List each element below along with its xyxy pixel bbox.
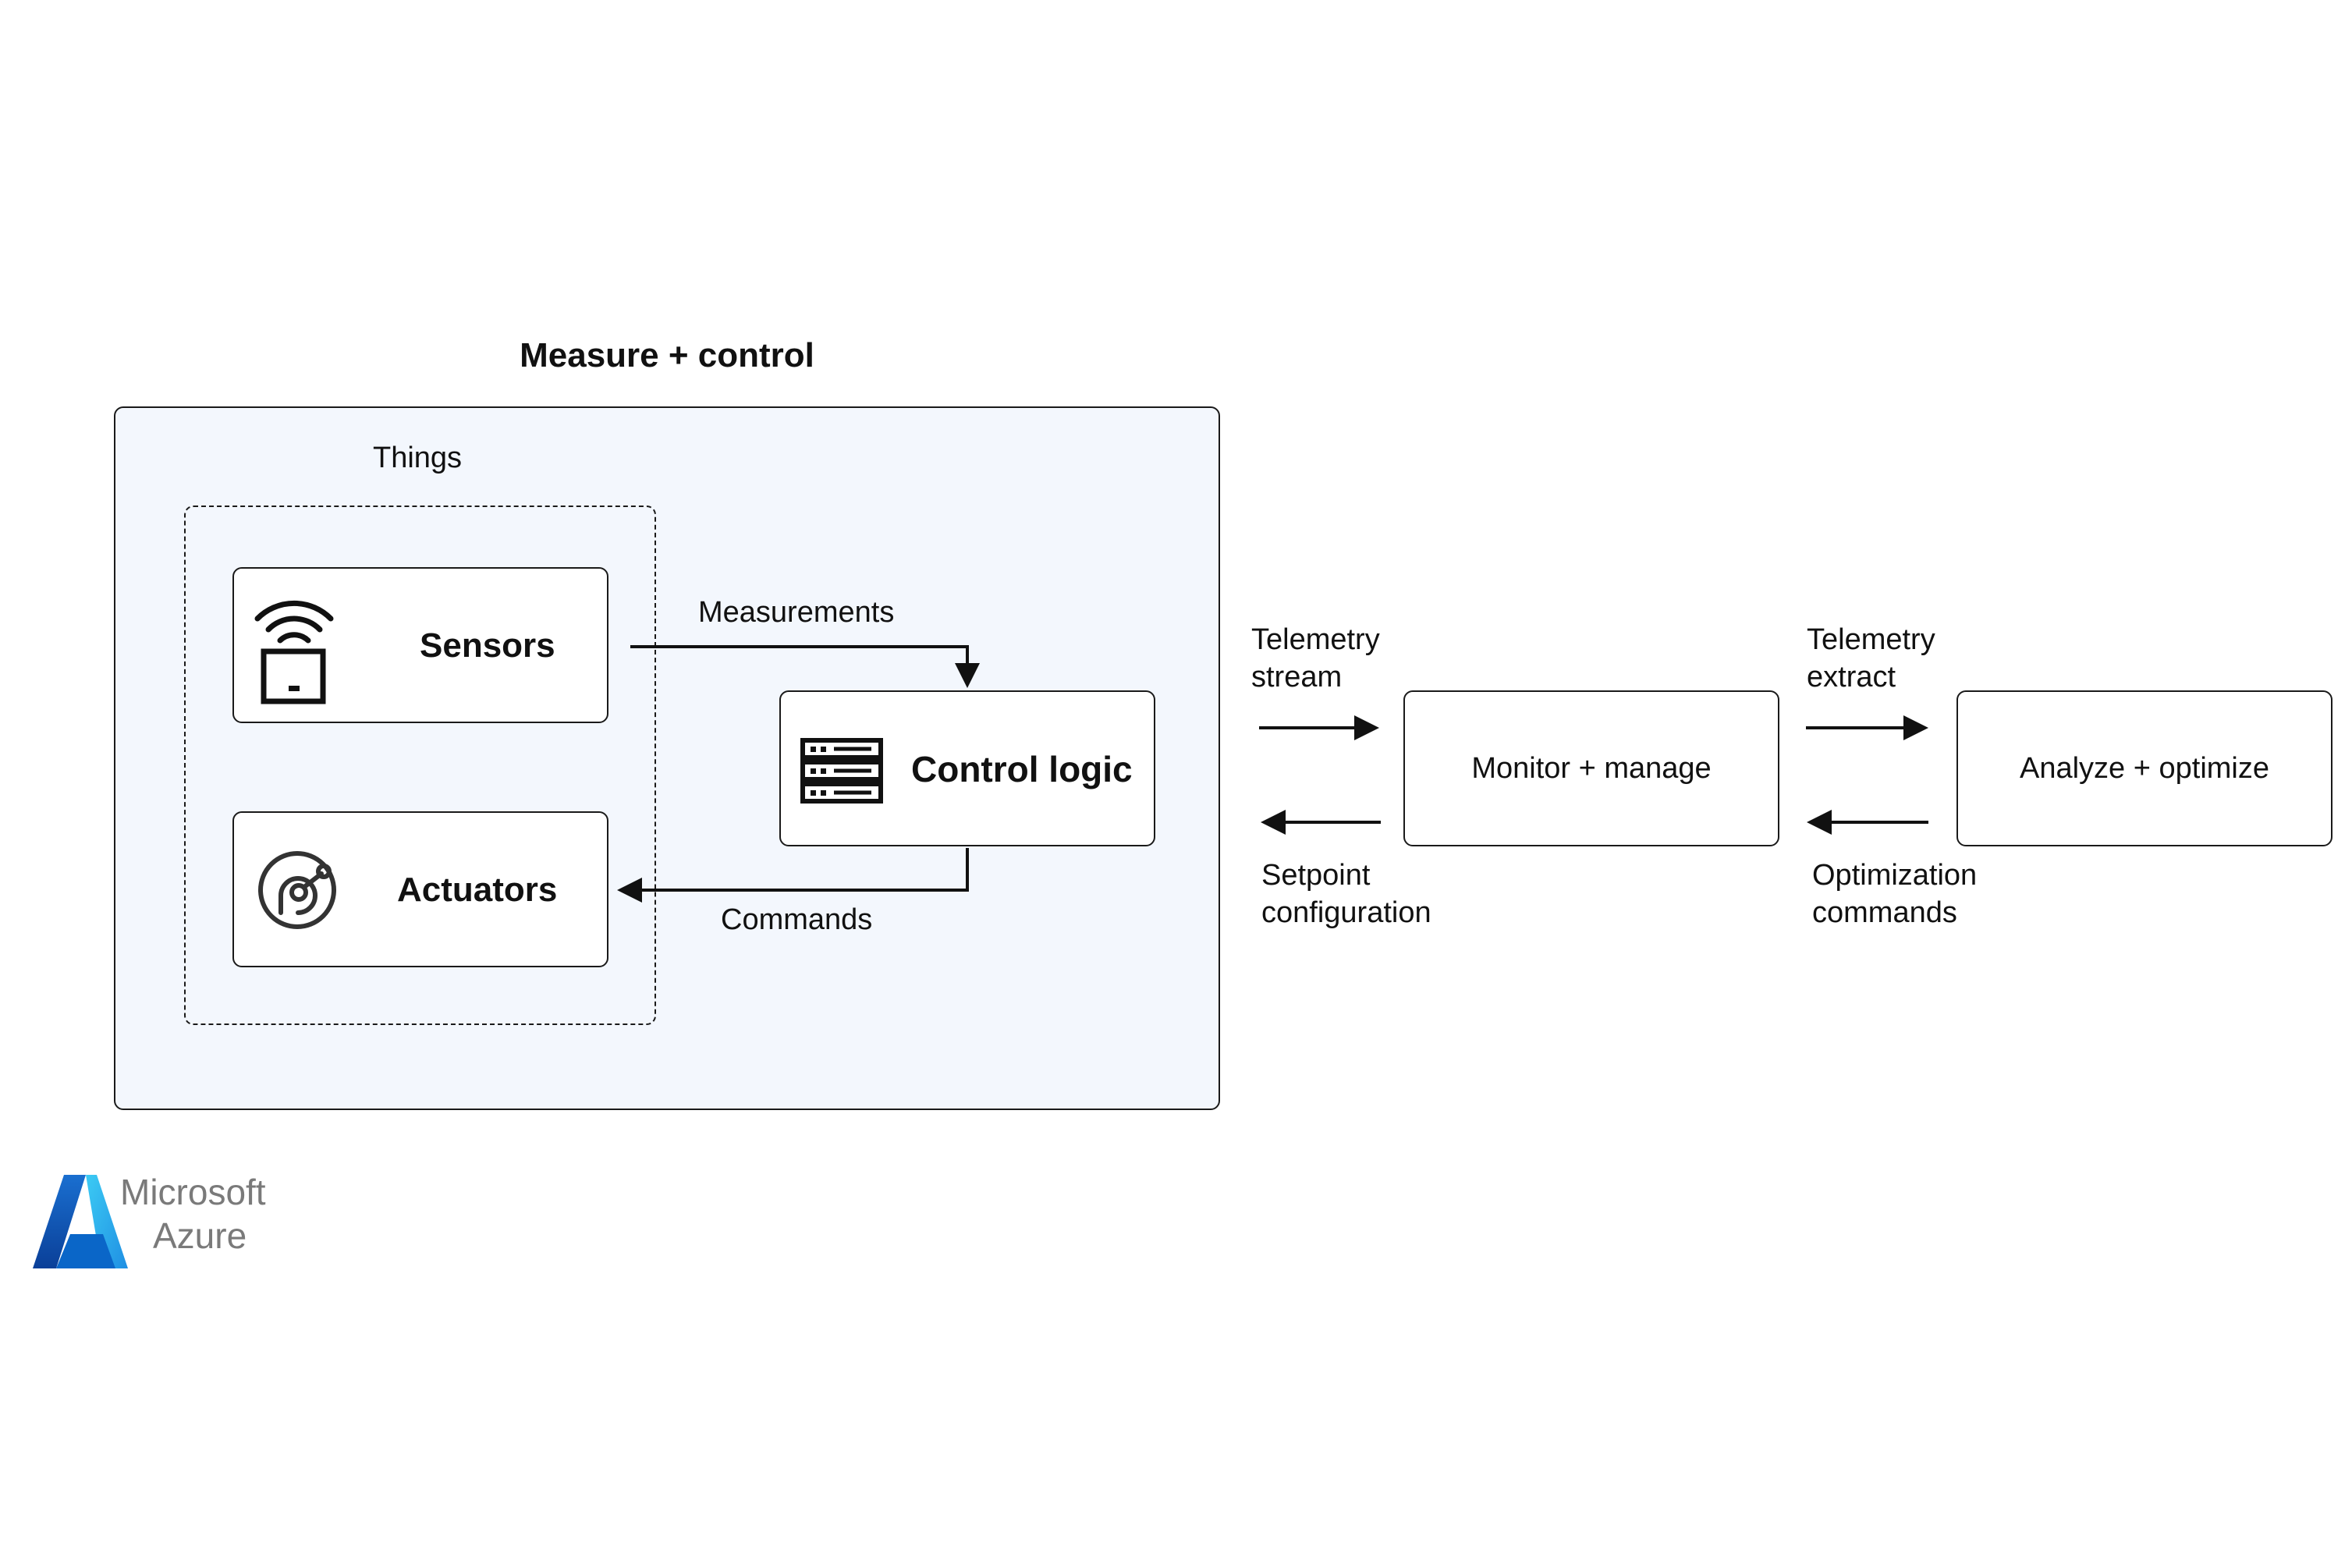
measurements-label: Measurements (698, 596, 895, 629)
server-icon (796, 733, 887, 807)
analyze-optimize-node[interactable]: Analyze + optimize (1956, 690, 2332, 846)
azure-logo-line2: Azure (153, 1215, 247, 1256)
monitor-manage-label: Monitor + manage (1471, 752, 1712, 785)
analyze-optimize-label: Analyze + optimize (2020, 752, 2269, 785)
commands-connector (617, 848, 969, 903)
azure-logo-icon (33, 1175, 128, 1268)
actuator-icon (247, 841, 348, 939)
actuators-node[interactable]: Actuators (232, 811, 608, 967)
wifi-sensor-icon (254, 600, 334, 704)
measurements-connector (630, 645, 980, 688)
commands-label: Commands (721, 903, 873, 936)
group-title: Measure + control (520, 336, 814, 374)
monitor-manage-node[interactable]: Monitor + manage (1403, 690, 1779, 846)
control-logic-node[interactable]: Control logic (779, 690, 1155, 846)
actuators-label: Actuators (397, 871, 558, 909)
control-logic-label: Control logic (911, 749, 1133, 789)
azure-logo-line1: Microsoft (120, 1172, 266, 1212)
azure-logo: Microsoft Azure (31, 1170, 296, 1272)
things-group (184, 506, 656, 1025)
sensors-node[interactable]: Sensors (232, 567, 608, 723)
sensors-label: Sensors (420, 626, 555, 665)
things-label: Things (373, 442, 463, 474)
